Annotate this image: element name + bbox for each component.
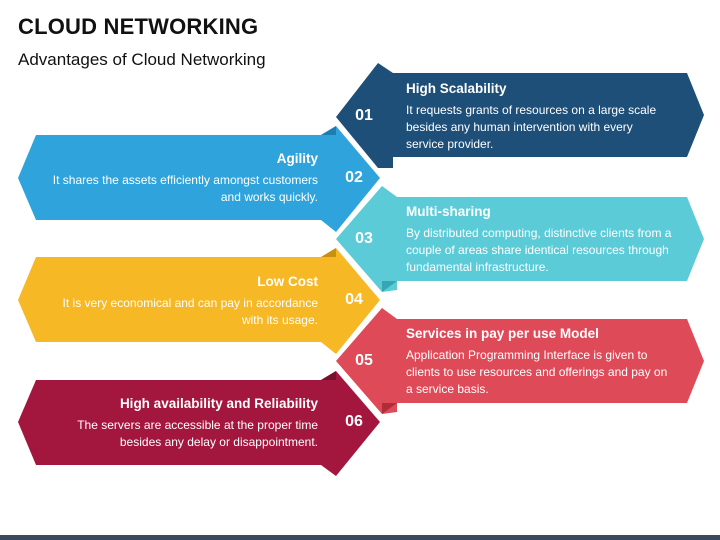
banner-04-fold: [321, 248, 336, 257]
advantage-02: Agility It shares the assets efficiently…: [50, 151, 318, 206]
banner-01-arrow: [336, 63, 393, 168]
advantage-01-heading: High Scalability: [406, 81, 507, 96]
number-01: 01: [355, 107, 373, 124]
advantage-03: Multi-sharing By distributed computing, …: [406, 204, 681, 276]
advantage-02-description: It shares the assets efficiently amongst…: [52, 173, 318, 204]
banner-05-arrow: [336, 308, 397, 414]
banner-03-fold: [382, 281, 397, 292]
footer-bar: [0, 535, 720, 540]
banner-04-body: [18, 257, 336, 342]
banner-03: [336, 186, 704, 292]
banner-02-arrow: [321, 126, 380, 232]
page-title: CLOUD NETWORKING: [18, 14, 259, 39]
number-04: 04: [345, 291, 363, 308]
banner-02: [18, 126, 380, 232]
number-03: 03: [355, 230, 373, 247]
advantage-01-description: It requests grants of resources on a lar…: [406, 103, 657, 151]
banner-06: [18, 371, 380, 476]
banner-01-body: [378, 73, 704, 157]
advantage-04-description: It is very economical and can pay in acc…: [62, 296, 318, 327]
banner-06-arrow: [321, 371, 380, 476]
banner-03-arrow: [336, 186, 397, 292]
advantage-05-description: Application Programming Interface is giv…: [406, 348, 668, 396]
advantage-05-heading: Services in pay per use Model: [406, 326, 599, 341]
advantage-06-description: The servers are accessible at the proper…: [77, 418, 318, 449]
advantage-04-heading: Low Cost: [257, 274, 318, 289]
banner-05-fold: [382, 403, 397, 414]
banner-05-body: [385, 319, 704, 403]
banner-06-body: [18, 380, 336, 465]
banner-04: [18, 248, 380, 354]
advantage-06-heading: High availability and Reliability: [119, 396, 318, 411]
advantage-05: Services in pay per use Model Applicatio…: [406, 326, 671, 398]
banner-06-fold: [321, 371, 336, 380]
advantage-03-heading: Multi-sharing: [406, 204, 491, 219]
advantage-06: High availability and Reliability The se…: [50, 396, 318, 451]
page-subtitle: Advantages of Cloud Networking: [18, 50, 266, 69]
banner-04-arrow: [321, 248, 380, 354]
banner-02-fold: [321, 126, 336, 135]
number-06: 06: [345, 413, 363, 430]
banner-05: [336, 308, 704, 414]
advantage-04: Low Cost It is very economical and can p…: [50, 274, 318, 329]
banner-03-body: [385, 197, 704, 281]
number-02: 02: [345, 169, 363, 186]
advantage-01: High Scalability It requests grants of r…: [406, 81, 671, 153]
number-05: 05: [355, 352, 373, 369]
banner-01: [336, 63, 704, 168]
banner-02-body: [18, 135, 336, 220]
advantage-02-heading: Agility: [276, 151, 318, 166]
advantage-03-description: By distributed computing, distinctive cl…: [406, 226, 672, 274]
